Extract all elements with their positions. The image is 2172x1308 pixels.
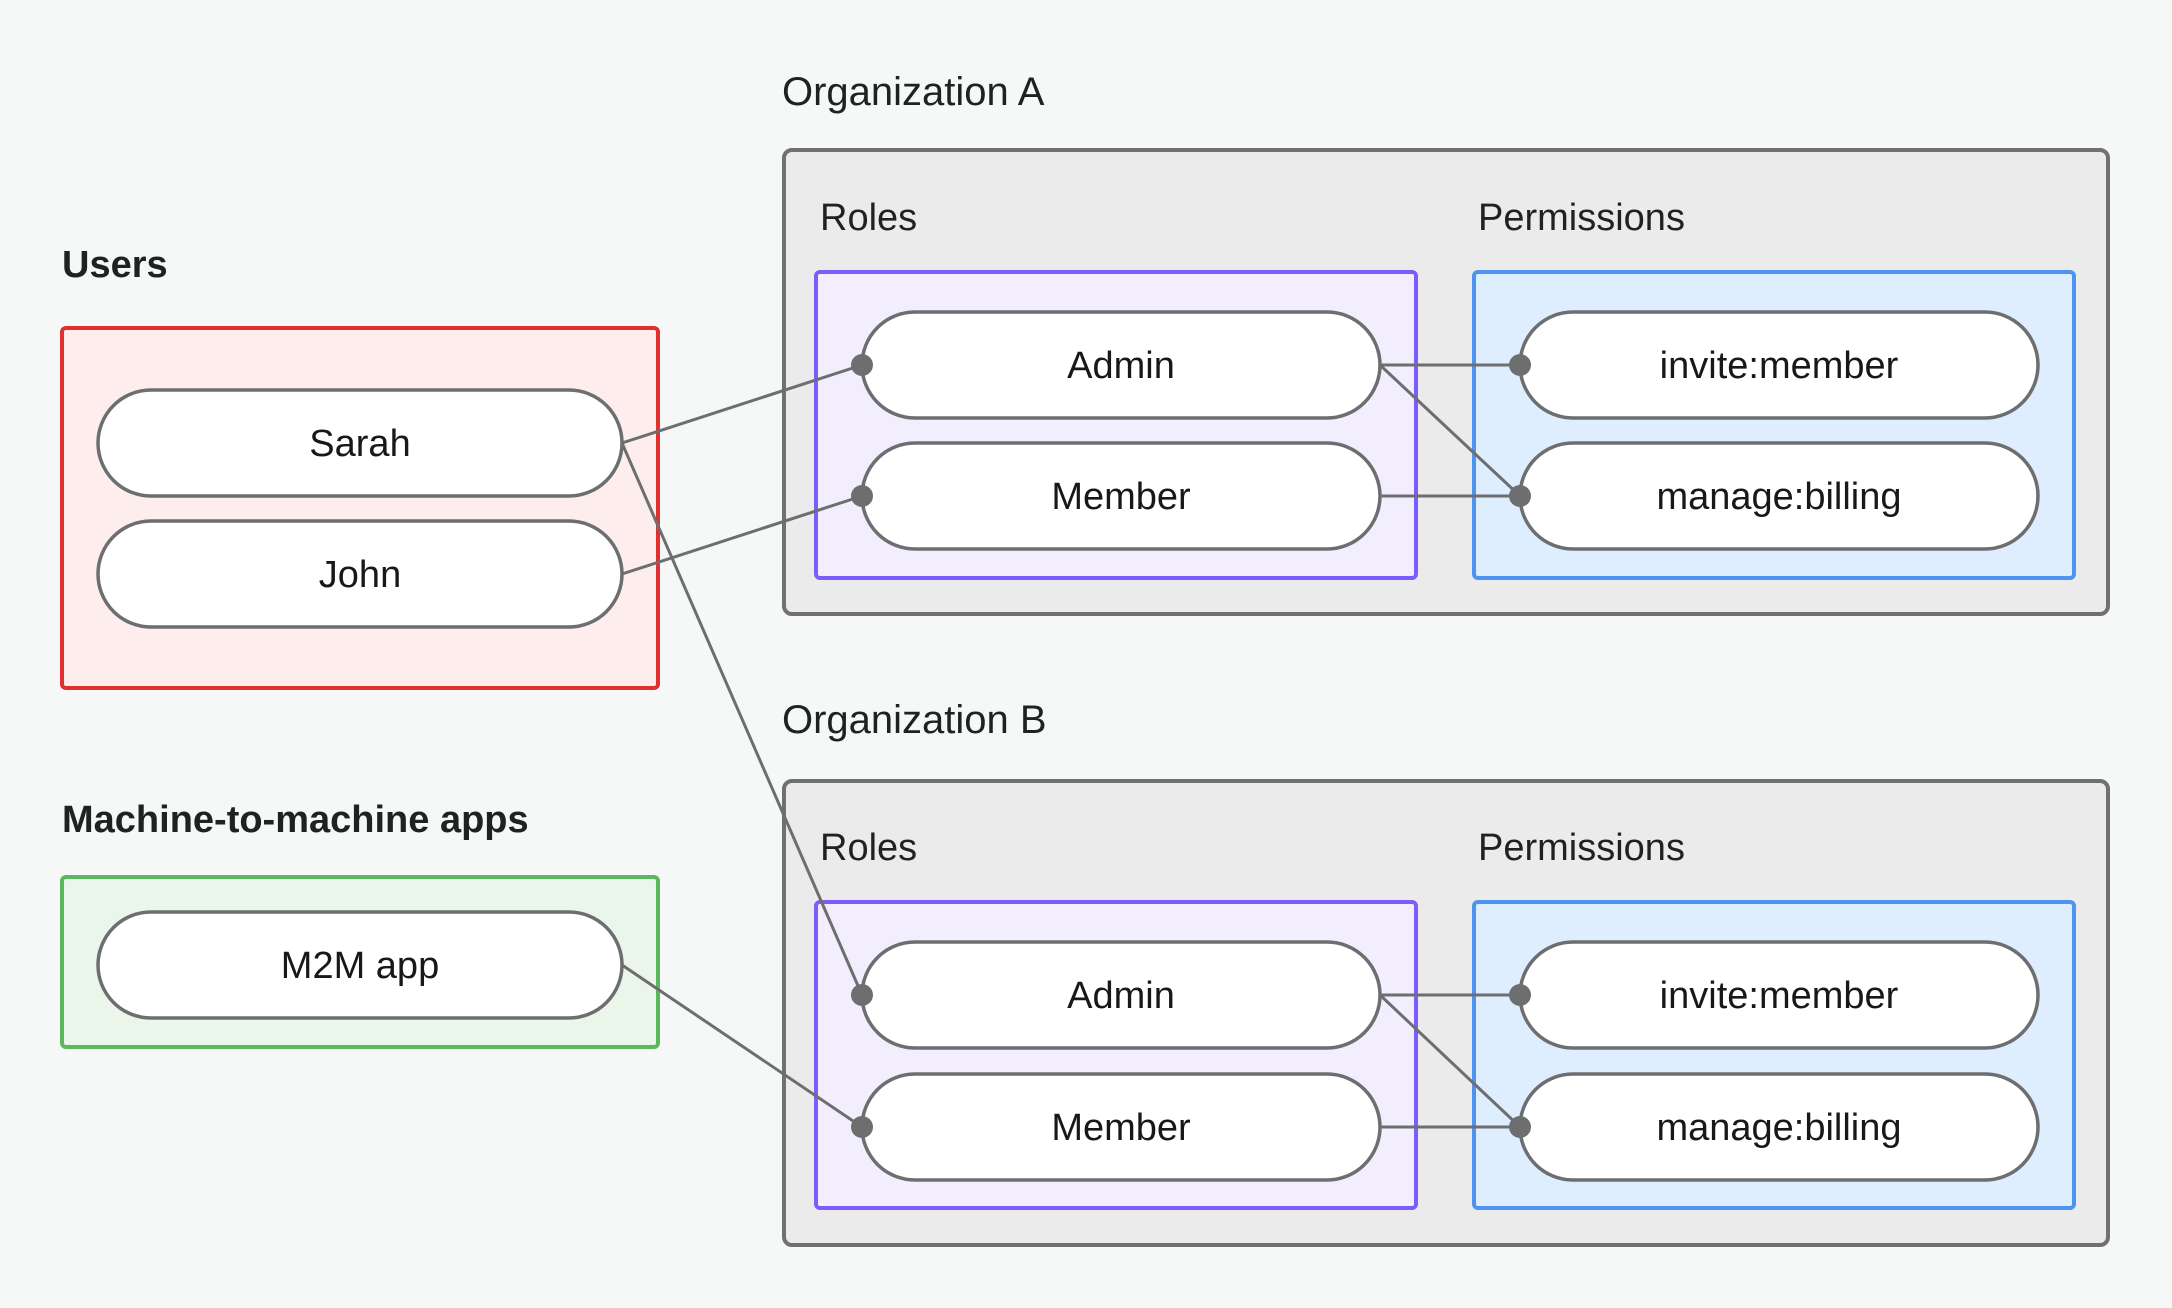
node-john[interactable]: John [96,519,624,629]
node-org-a-member[interactable]: Member [860,441,1382,551]
node-john-label: John [319,554,401,596]
node-org-b-manage-billing-label: manage:billing [1656,1107,1901,1149]
edge-dot-org-b-billing-in [1509,1116,1531,1138]
edge-sarah-to-org-a-admin [621,363,863,445]
node-org-a-invite-member[interactable]: invite:member [1518,310,2040,420]
node-org-b-member-label: Member [1051,1107,1191,1149]
edge-dot-org-a-billing-in [1509,485,1531,507]
organization-b-title: Organization B [782,698,1047,742]
node-m2m-app[interactable]: M2M app [96,910,624,1020]
edge-dot-org-b-member-in [851,1116,873,1138]
edge-m2m-to-org-b-member [621,963,863,1129]
edge-dot-org-b-admin-in [851,984,873,1006]
node-org-b-admin[interactable]: Admin [860,940,1382,1050]
edge-sarah-to-org-b-admin [620,442,864,996]
node-org-b-invite-member-label: invite:member [1660,975,1899,1017]
edge-dot-org-a-member-in [851,485,873,507]
edge-org-b-admin-to-manage-billing [1378,993,1522,1129]
node-org-a-manage-billing[interactable]: manage:billing [1518,441,2040,551]
node-org-a-admin[interactable]: Admin [860,310,1382,420]
node-org-a-member-label: Member [1051,476,1191,518]
edge-dot-org-a-admin-in [851,354,873,376]
org-a-permissions-title: Permissions [1478,197,1685,239]
node-sarah-label: Sarah [309,423,410,465]
node-org-b-admin-label: Admin [1067,975,1175,1017]
org-b-roles-title: Roles [820,827,917,869]
organization-a-title: Organization A [782,70,1045,114]
edge-john-to-org-a-member [621,494,863,576]
m2m-title: Machine-to-machine apps [62,799,529,841]
edge-dot-org-a-invite-in [1509,354,1531,376]
edge-dot-org-b-invite-in [1509,984,1531,1006]
node-org-b-invite-member[interactable]: invite:member [1518,940,2040,1050]
edge-org-a-admin-to-manage-billing [1378,363,1522,498]
node-org-a-manage-billing-label: manage:billing [1656,476,1901,518]
node-m2m-app-label: M2M app [281,945,439,987]
node-org-b-member[interactable]: Member [860,1072,1382,1182]
node-org-b-manage-billing[interactable]: manage:billing [1518,1072,2040,1182]
org-b-permissions-title: Permissions [1478,827,1685,869]
node-org-a-invite-member-label: invite:member [1660,345,1899,387]
edge-endpoint-dots [851,354,1531,1138]
users-title: Users [62,244,168,286]
org-a-roles-title: Roles [820,197,917,239]
node-org-a-admin-label: Admin [1067,345,1175,387]
node-sarah[interactable]: Sarah [96,388,624,498]
users-box [60,326,660,690]
edges-layer [620,363,1522,1129]
